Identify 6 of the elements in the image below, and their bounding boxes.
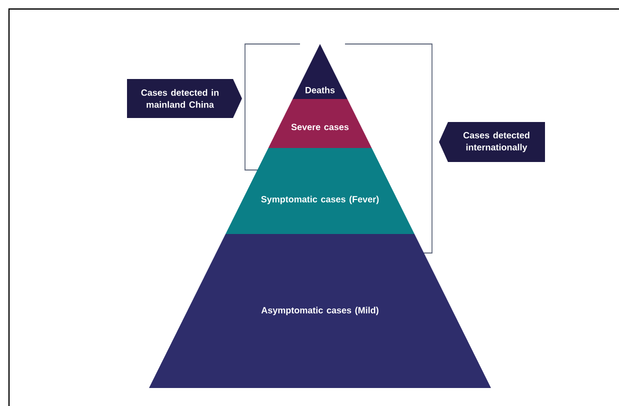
callout-tag: Cases detected internationally: [439, 122, 545, 162]
pyramid-band: Severe cases: [268, 99, 372, 148]
pyramid-band: Symptomatic cases (Fever): [226, 148, 414, 234]
callout-tag: Cases detected in mainland China: [127, 79, 242, 118]
pyramid-band: Deaths: [292, 44, 348, 99]
pyramid-band: Asymptomatic cases (Mild): [149, 234, 491, 388]
